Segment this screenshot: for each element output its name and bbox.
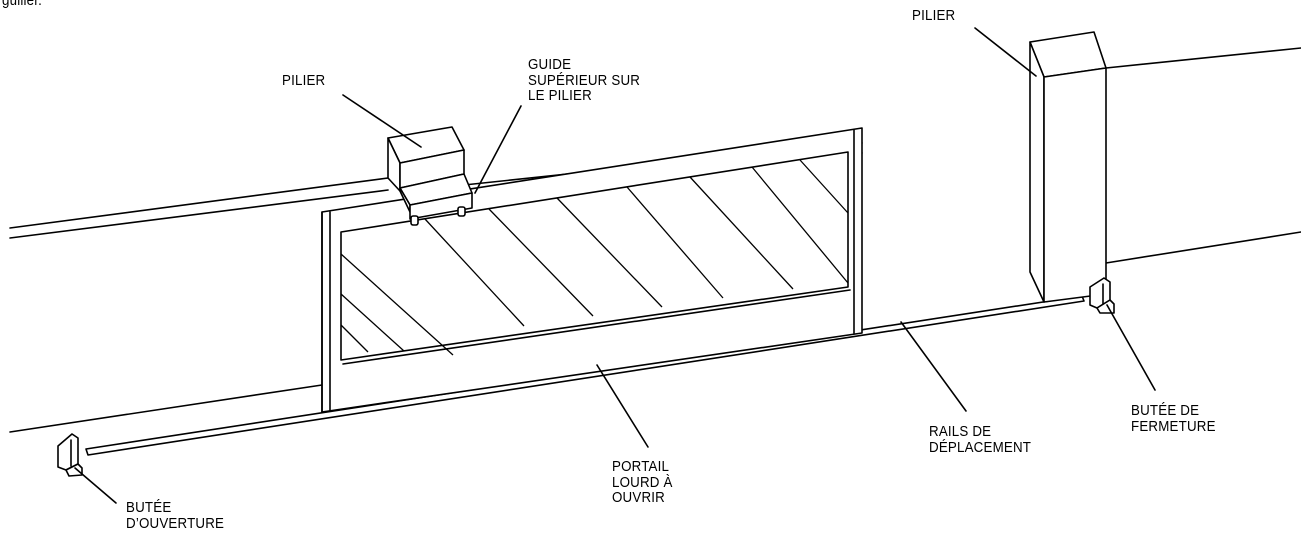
leader-lines: [74, 27, 1156, 504]
label-butee-fermeture-line2: FERMETURE: [1131, 419, 1216, 435]
label-butee-fermeture-line1: BUTÉE DE: [1131, 403, 1200, 419]
label-pilier-left: PILIER: [282, 73, 326, 89]
label-butee-ouverture-line2: D’OUVERTURE: [126, 516, 225, 532]
label-guide-line2: SUPÉRIEUR SUR: [528, 73, 641, 89]
upper-guide-block: [387, 126, 473, 226]
label-rails-line2: DÉPLACEMENT: [929, 440, 1032, 456]
label-guide-line3: LE PILIER: [528, 88, 592, 104]
label-guide-line1: GUIDE: [528, 57, 572, 73]
label-portail-line1: PORTAIL: [612, 459, 670, 475]
label-portail-line3: OUVRIR: [612, 490, 665, 506]
top-text-fragment: guilier.: [2, 0, 43, 9]
label-butee-ouverture-line1: BUTÉE: [126, 500, 172, 516]
gate-diagonal-infill: [340, 159, 849, 356]
label-portail-line2: LOURD À: [612, 475, 673, 491]
label-pilier-right: PILIER: [912, 8, 956, 24]
right-pillar: [1029, 31, 1107, 303]
label-rails-line1: RAILS DE: [929, 424, 992, 440]
opening-stop: [57, 433, 83, 477]
